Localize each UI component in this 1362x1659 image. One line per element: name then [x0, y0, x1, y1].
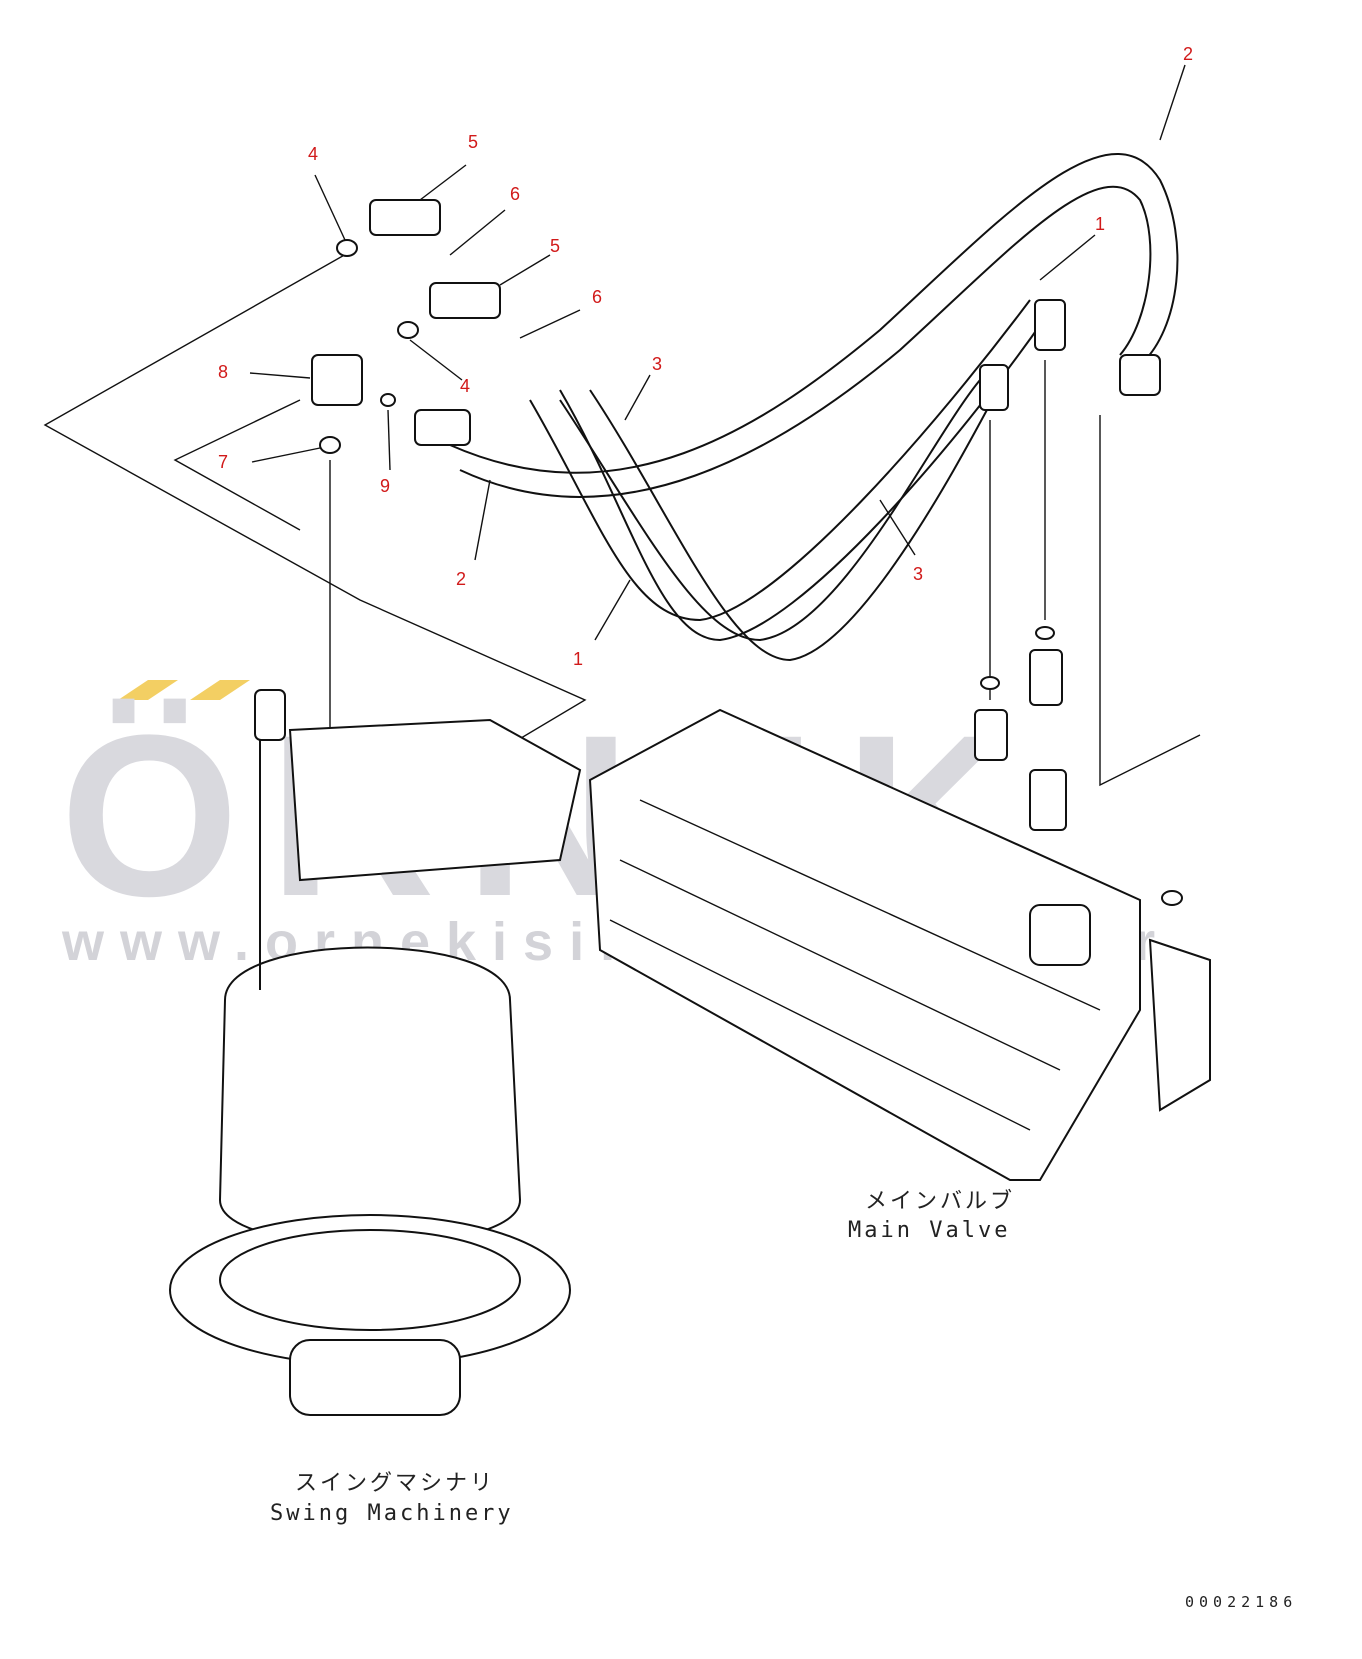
hose-3-inner — [589, 389, 996, 662]
swing-machinery-label-en: Swing Machinery — [270, 1501, 514, 1526]
connection-outline — [43, 248, 1201, 811]
oring-4-upper — [336, 239, 358, 257]
callout-1b: 1 — [573, 649, 583, 669]
oring-7 — [319, 436, 341, 454]
hose-1-outer — [529, 299, 1031, 622]
swing-top-block — [288, 718, 582, 882]
callout-3b: 3 — [913, 564, 923, 584]
callout-4b: 4 — [460, 376, 470, 396]
swing-machinery — [169, 689, 582, 1416]
main-valve-spool-line-3 — [609, 919, 1031, 1131]
watermark-accent-right — [190, 680, 250, 700]
leader-1b — [594, 579, 631, 641]
adapter-b — [1029, 649, 1063, 706]
swing-motor-housing — [218, 946, 522, 1246]
callout-1a: 1 — [1095, 214, 1105, 234]
oring-right — [1161, 890, 1183, 906]
oring-b — [1035, 626, 1055, 640]
leader-7 — [251, 447, 321, 463]
outline-left — [43, 248, 587, 811]
oring-a — [980, 676, 1000, 690]
hose-1-inner — [559, 317, 1046, 642]
hose-2-inner — [459, 185, 1152, 498]
callout-6a: 6 — [510, 184, 520, 204]
main-valve-end-cap — [1148, 938, 1211, 1112]
leader-4b — [409, 339, 463, 381]
hose-3-outer — [559, 379, 981, 642]
main-valve-spool-line-1 — [639, 799, 1101, 1011]
callout-8: 8 — [218, 362, 228, 382]
callouts: 2 4 5 6 1 5 6 3 8 4 7 9 2 3 1 — [218, 44, 1193, 669]
swing-machinery-label-jp: スイングマシナリ — [295, 1471, 495, 1496]
fitting-8 — [311, 354, 363, 406]
callout-2b: 2 — [456, 569, 466, 589]
hose-2-end-fitting — [414, 409, 471, 446]
callout-5b: 5 — [550, 236, 560, 256]
leader-3b — [879, 499, 916, 556]
swing-flange-inner — [219, 1229, 521, 1331]
hose-2-outer — [449, 153, 1179, 474]
main-valve-spool-line-2 — [619, 859, 1061, 1071]
main-valve-label-jp: メインバルブ — [865, 1189, 1015, 1214]
outline-inner — [173, 399, 301, 531]
leader-6b — [519, 309, 581, 339]
hose-2-nut — [1119, 354, 1161, 396]
leader-2b — [474, 479, 491, 561]
fitting-5-upper — [369, 199, 441, 236]
main-valve-label-en: Main Valve — [848, 1218, 1010, 1243]
elbow-fitting-1 — [1034, 299, 1066, 351]
adapter-c — [1029, 769, 1067, 831]
callout-5a: 5 — [468, 132, 478, 152]
elbow-fitting-3 — [979, 364, 1009, 411]
adapter-a — [974, 709, 1008, 761]
leader-6a — [449, 209, 506, 256]
outline-right — [1099, 415, 1201, 787]
main-valve-port — [1029, 904, 1091, 966]
hoses — [329, 153, 1179, 790]
leader-3a — [624, 374, 651, 421]
leader-4a — [314, 174, 346, 241]
callout-9: 9 — [380, 476, 390, 496]
leader-2a — [1159, 64, 1186, 141]
main-valve-body — [588, 708, 1141, 1181]
callout-6b: 6 — [592, 287, 602, 307]
callout-3a: 3 — [652, 354, 662, 374]
fittings — [311, 199, 1183, 906]
ring-9 — [380, 393, 396, 407]
leader-5b — [499, 254, 551, 286]
swing-pinion — [289, 1339, 461, 1416]
fitting-5-lower — [429, 282, 501, 319]
leader-lines — [249, 64, 1186, 641]
leader-1a — [1039, 234, 1096, 281]
captions: メインバルブ Main Valve スイングマシナリ Swing Machine… — [270, 1189, 1015, 1526]
callout-4a: 4 — [308, 144, 318, 164]
leader-9 — [387, 409, 391, 471]
oring-4-lower — [397, 321, 419, 339]
callout-2a: 2 — [1183, 44, 1193, 64]
watermark-accent-left — [118, 680, 178, 700]
leader-5a — [419, 164, 467, 201]
swing-pipe-fitting — [254, 689, 286, 741]
callout-7: 7 — [218, 452, 228, 472]
leader-8 — [249, 372, 311, 379]
document-number: 00022186 — [1185, 1593, 1297, 1611]
main-valve — [588, 708, 1211, 1181]
